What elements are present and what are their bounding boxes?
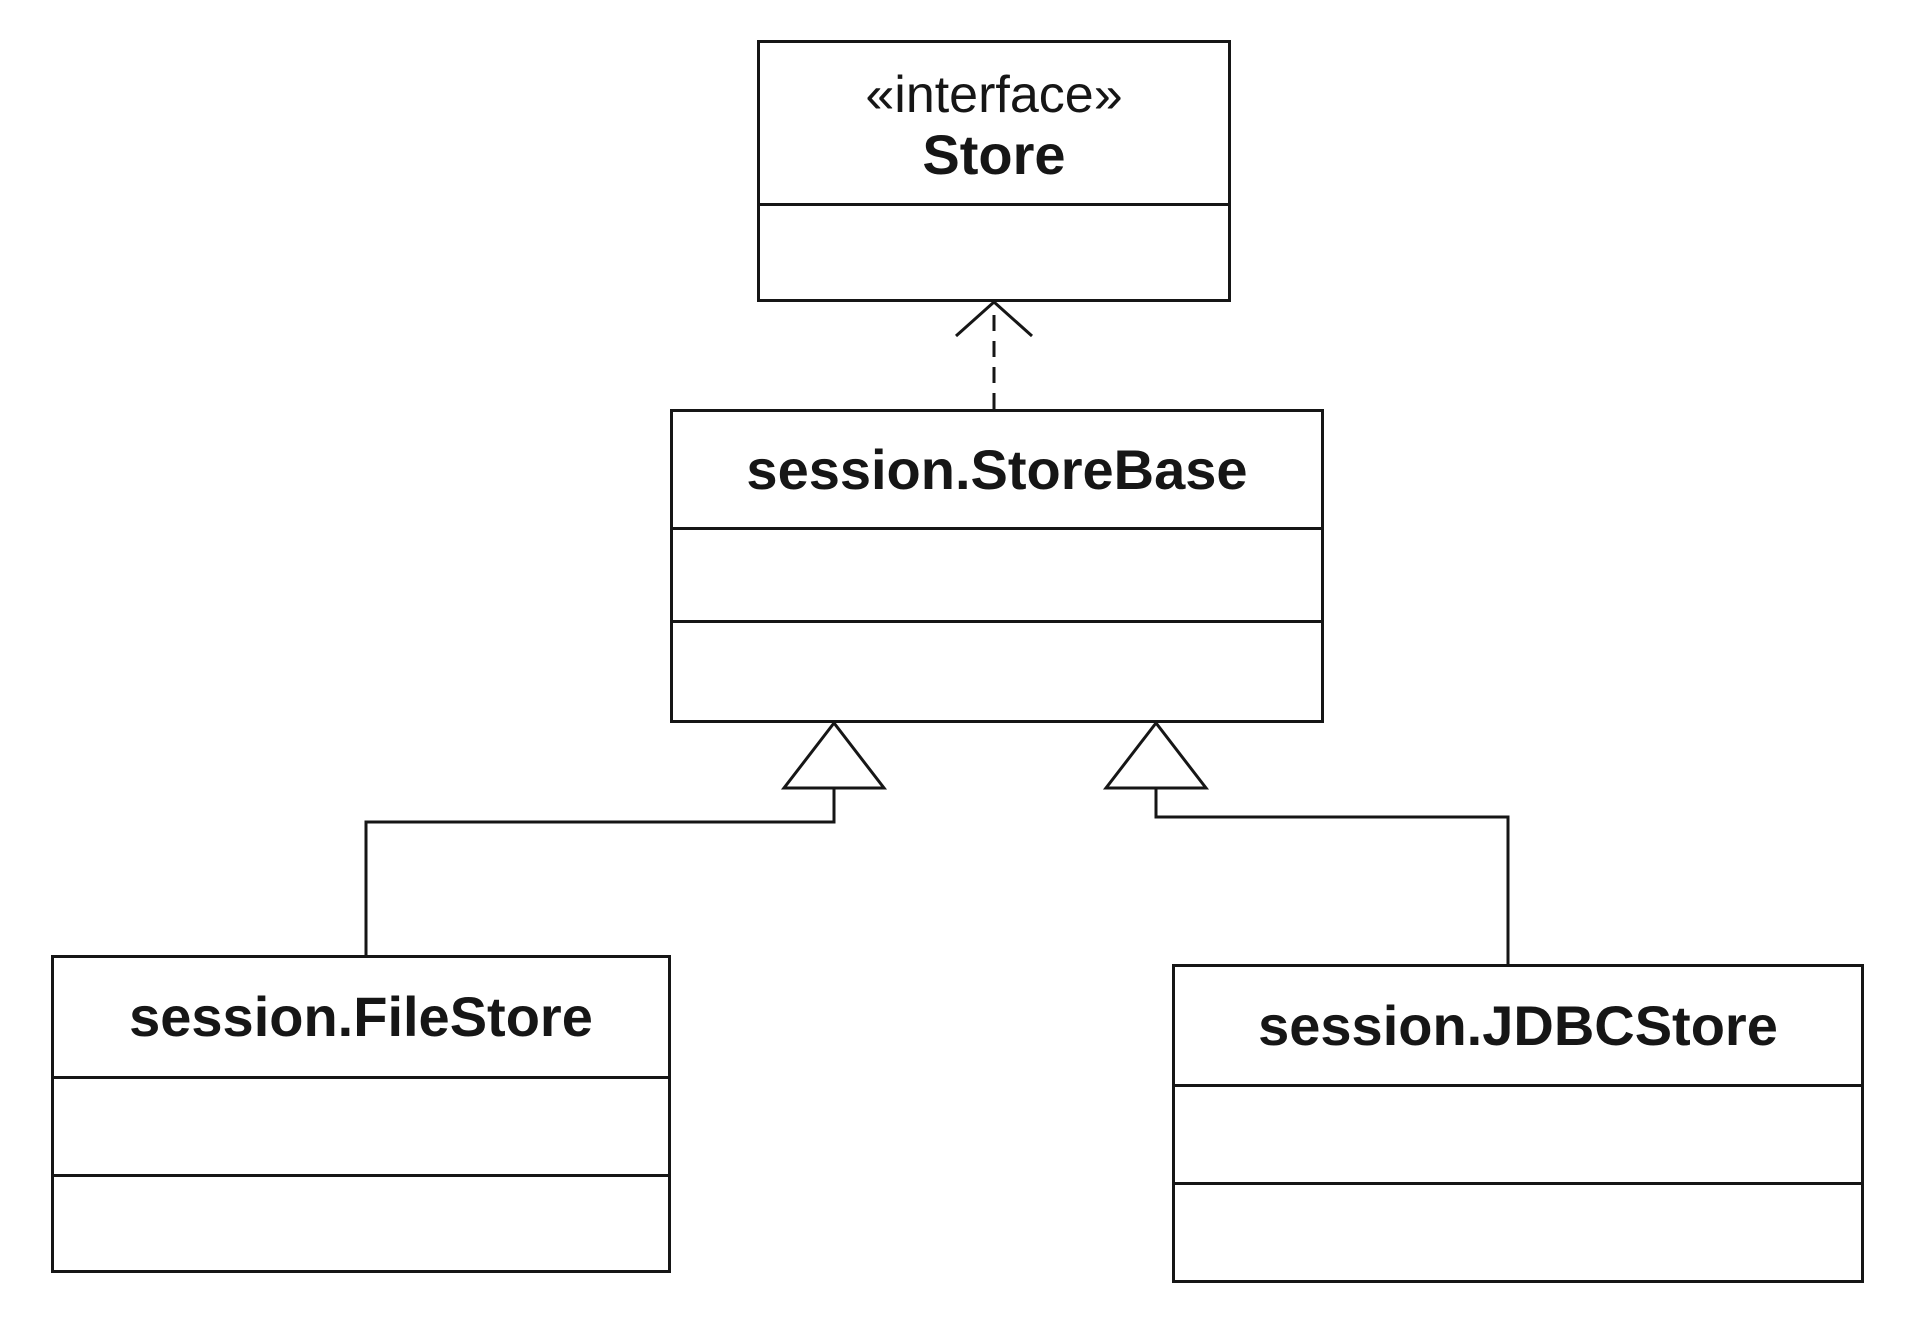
stereotype-label: «interface» xyxy=(865,66,1123,124)
open-arrowhead xyxy=(954,299,1034,338)
hollow-triangle-arrowhead xyxy=(780,720,888,790)
storebase-attributes-compartment xyxy=(673,527,1321,620)
class-name-jdbcstore: session.JDBCStore xyxy=(1258,993,1778,1057)
filestore-operations-compartment xyxy=(54,1174,668,1270)
store-name-compartment: «interface» Store xyxy=(760,43,1228,203)
generalization-arrow-jdbcstore xyxy=(1102,720,1510,964)
storebase-operations-compartment xyxy=(673,620,1321,720)
storebase-name-compartment: session.StoreBase xyxy=(673,412,1321,527)
filestore-class-box[interactable]: session.FileStore xyxy=(51,955,671,1273)
realization-arrow xyxy=(954,299,1034,409)
jdbcstore-attributes-compartment xyxy=(1175,1084,1861,1182)
jdbcstore-name-compartment: session.JDBCStore xyxy=(1175,967,1861,1084)
store-interface-box[interactable]: «interface» Store xyxy=(757,40,1231,302)
generalization-line xyxy=(364,788,836,955)
jdbcstore-class-box[interactable]: session.JDBCStore xyxy=(1172,964,1864,1283)
filestore-name-compartment: session.FileStore xyxy=(54,958,668,1076)
hollow-triangle-arrowhead xyxy=(1102,720,1210,790)
filestore-attributes-compartment xyxy=(54,1076,668,1174)
class-name-store: Store xyxy=(922,123,1066,186)
class-name-storebase: session.StoreBase xyxy=(746,437,1248,501)
store-members-compartment xyxy=(760,203,1228,299)
generalization-line xyxy=(1154,788,1510,964)
generalization-arrow-filestore xyxy=(364,720,888,955)
jdbcstore-operations-compartment xyxy=(1175,1182,1861,1280)
storebase-class-box[interactable]: session.StoreBase xyxy=(670,409,1324,723)
class-name-filestore: session.FileStore xyxy=(129,985,593,1048)
